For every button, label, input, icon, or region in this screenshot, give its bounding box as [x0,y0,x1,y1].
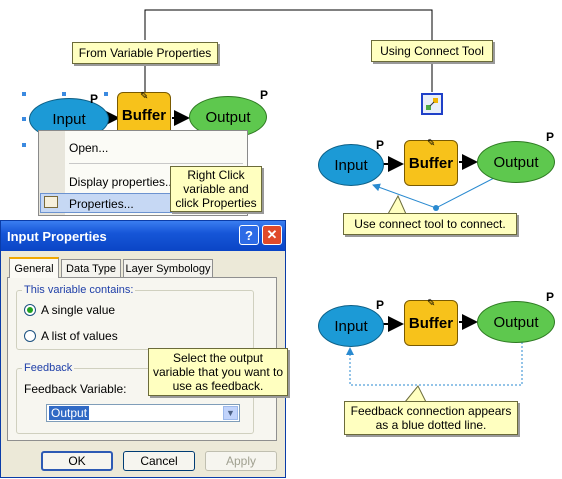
help-icon: ? [245,227,253,243]
connect-tool-dot [433,205,439,211]
feedback-variable-select[interactable]: Output ▼ [46,404,240,422]
callout-feedback-connection: Feedback connection appears as a blue do… [344,401,518,435]
feedback-dotted-line [346,342,523,386]
chevron-down-icon[interactable]: ▼ [223,406,238,420]
hammer-icon: ✎ [140,91,149,102]
left-output-variable[interactable]: Output [189,96,267,138]
feedback-group [16,368,254,434]
hammer-icon: ✎ [427,298,436,309]
menu-item-display-properties[interactable]: Display properties... [69,175,176,189]
r2-input-p-marker: P [376,298,385,312]
left-input-p-marker: P [90,92,99,106]
left-buffer-label: Buffer [121,106,167,124]
r2-buffer-tool[interactable]: Buffer [404,300,458,346]
menu-separator [69,163,243,164]
close-button[interactable]: ✕ [262,225,282,245]
close-icon: ✕ [266,227,278,242]
tab-data-type[interactable]: Data Type [61,259,121,277]
selection-handle [62,92,66,96]
hammer-icon: ✎ [427,138,436,149]
feedback-group-label: Feedback [22,362,75,374]
feedback-callout-pointer [403,385,427,403]
feedback-variable-label: Feedback Variable: [24,382,127,396]
r1-output-variable[interactable]: Output [477,141,555,183]
r2-output-variable[interactable]: Output [477,301,555,343]
use-connect-callout-pointer [387,194,407,215]
r1-buffer-tool[interactable]: Buffer [404,140,458,186]
single-value-label: A single value [41,303,116,317]
top-bracket-line [144,9,433,40]
contains-group-label: This variable contains: [22,284,136,296]
dialog-titlebar[interactable]: Input Properties ? ✕ [1,221,285,251]
r2-buffer-label: Buffer [408,314,454,332]
tab-general[interactable]: General [9,257,59,278]
callout-from-variable-properties: From Variable Properties [72,42,218,64]
r1-output-label: Output [493,153,539,171]
r1-output-p-marker: P [546,130,555,144]
selection-handle [22,117,26,121]
callout-use-connect-tool: Use connect tool to connect. [343,213,517,235]
ok-button[interactable]: OK [41,451,113,471]
callout-right-click: Right Click variable and click Propertie… [170,166,262,212]
properties-icon [44,196,58,208]
menu-item-properties[interactable]: Properties... [69,197,134,211]
dialog-title: Input Properties [7,229,107,244]
r2-input-variable[interactable]: Input [318,305,384,347]
radio-list-of-values[interactable] [24,330,36,342]
radio-single-value[interactable] [24,304,36,316]
r1-input-p-marker: P [376,138,385,152]
r2-output-label: Output [493,313,539,331]
apply-button[interactable]: Apply [205,451,277,471]
menu-item-open[interactable]: Open... [69,141,109,155]
connect-tool-icon[interactable] [421,93,443,115]
r2-input-label: Input [334,317,368,335]
tab-general-label: General [14,262,54,275]
tab-layer-symbology-label: Layer Symbology [125,262,211,275]
r1-buffer-label: Buffer [408,154,454,172]
left-output-label: Output [205,108,251,126]
r1-input-variable[interactable]: Input [318,144,384,186]
help-button[interactable]: ? [239,225,259,245]
r2-output-p-marker: P [546,290,555,304]
ok-button-label: OK [68,454,86,468]
selection-handle [22,143,26,147]
r1-input-label: Input [334,156,368,174]
apply-button-label: Apply [225,454,257,468]
callout-using-connect-tool: Using Connect Tool [371,40,493,62]
cancel-button-label: Cancel [140,454,178,468]
left-input-label: Input [52,110,86,128]
callout-select-output: Select the output variable that you want… [148,348,288,396]
left-output-p-marker: P [260,88,269,102]
selection-handle [22,92,26,96]
cancel-button[interactable]: Cancel [123,451,195,471]
selection-handle [104,92,108,96]
list-of-values-label: A list of values [41,329,118,343]
tab-data-type-label: Data Type [66,262,116,275]
tab-layer-symbology[interactable]: Layer Symbology [123,259,213,277]
feedback-variable-value: Output [49,406,90,420]
